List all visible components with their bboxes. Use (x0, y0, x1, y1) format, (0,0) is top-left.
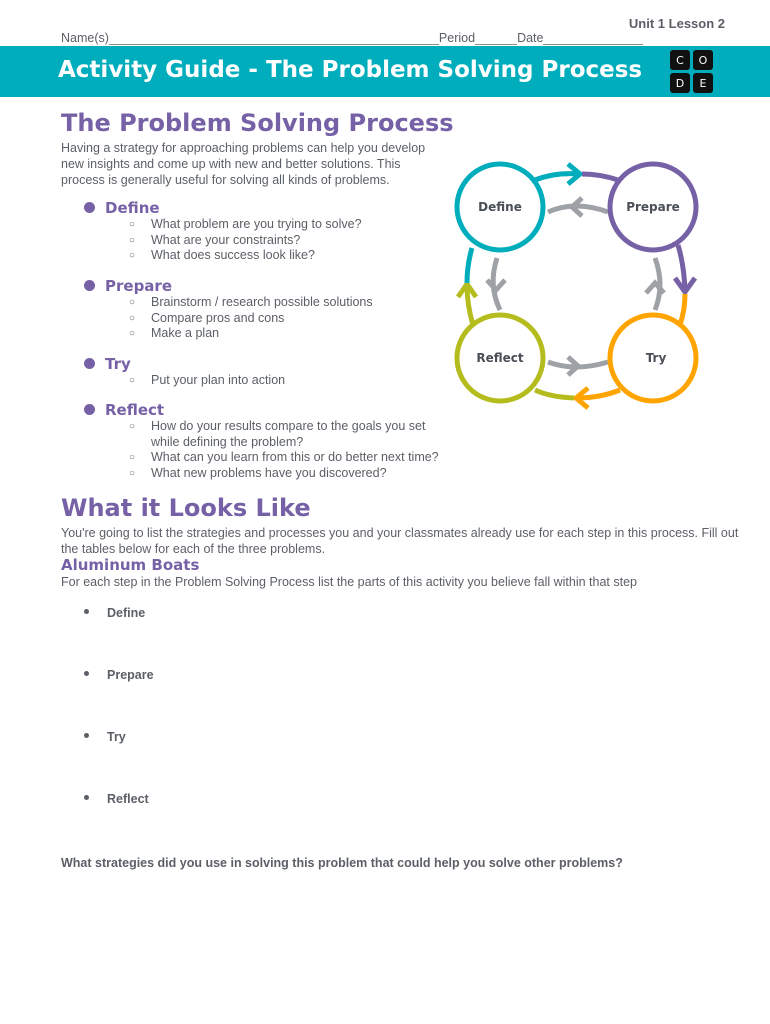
reflection-question: What strategies did you use in solving t… (61, 856, 623, 870)
arrowhead-icon (566, 162, 584, 186)
subsection-title: Aluminum Boats (61, 556, 200, 574)
bullet-icon (84, 609, 89, 614)
step-define: Define What problem are you trying to so… (84, 199, 454, 264)
period-field[interactable] (475, 31, 518, 45)
title-banner: Activity Guide - The Problem Solving Pro… (0, 46, 770, 97)
step-label: Try (107, 730, 126, 744)
list-item: Brainstorm / research possible solutions (129, 295, 454, 311)
list-item: What are your constraints? (129, 233, 454, 249)
node-label: Reflect (476, 351, 524, 365)
node-label: Prepare (626, 200, 680, 214)
node-reflect: Reflect (454, 312, 546, 404)
arrowhead-icon (566, 355, 582, 377)
list-item: What problem are you trying to solve? (129, 217, 454, 233)
what-it-looks-like-intro: You're going to list the strategies and … (61, 526, 739, 556)
arrowhead-icon (672, 276, 698, 297)
list-item: Compare pros and cons (129, 311, 454, 327)
step-prepare: Prepare Brainstorm / research possible s… (84, 277, 454, 342)
list-item: How do your results compare to the goals… (129, 419, 449, 450)
list-item: What can you learn from this or do bette… (129, 450, 449, 466)
unit-lesson-label: Unit 1 Lesson 2 (628, 16, 725, 31)
bullet-icon (84, 202, 95, 213)
step-try: Try Put your plan into action (84, 355, 454, 389)
step-label: Define (107, 606, 146, 620)
step-title: Reflect (105, 401, 165, 419)
list-item: What new problems have you discovered? (129, 466, 449, 482)
arrowhead-icon (485, 278, 507, 294)
arrow-segment (581, 171, 619, 183)
answer-step-prepare: Prepare (84, 668, 154, 682)
list-item: What does success look like? (129, 248, 454, 264)
bullet-icon (84, 733, 89, 738)
step-title: Try (105, 355, 131, 373)
logo-letter: O (693, 50, 713, 70)
bullet-icon (84, 358, 95, 369)
step-items: Put your plan into action (129, 373, 454, 389)
period-label: Period (438, 31, 476, 45)
section-title-process: The Problem Solving Process (61, 109, 454, 137)
arrowhead-icon (644, 279, 666, 295)
bullet-icon (84, 795, 89, 800)
arrow-segment (533, 387, 575, 401)
node-label: Define (478, 200, 522, 214)
arrow-segment (677, 293, 688, 326)
step-items: Brainstorm / research possible solutions… (129, 295, 454, 342)
arrow-prepare-to-try (675, 244, 688, 291)
arrow-segment (464, 247, 475, 284)
arrowhead-icon (455, 279, 479, 299)
step-label: Prepare (107, 668, 154, 682)
bullet-icon (84, 404, 95, 415)
arrowhead-icon (568, 196, 584, 218)
arrow-try-to-prepare (652, 257, 663, 311)
date-label: Date (517, 31, 544, 45)
problem-solving-cycle-diagram: Define Prepare Try Reflect (454, 161, 699, 410)
answer-step-try: Try (84, 730, 126, 744)
answer-step-reflect: Reflect (84, 792, 149, 806)
name-period-date-row: Name(s) Period Date (61, 31, 644, 45)
process-intro: Having a strategy for approaching proble… (61, 141, 426, 187)
logo-letter: E (693, 73, 713, 93)
step-title: Prepare (105, 277, 172, 295)
step-items: How do your results compare to the goals… (129, 419, 449, 481)
name-label: Name(s) (61, 31, 109, 45)
answer-step-define: Define (84, 606, 145, 620)
logo-letter: C (670, 50, 690, 70)
bullet-icon (84, 280, 95, 291)
logo-letter: D (670, 73, 690, 93)
code-logo: C O D E (670, 50, 714, 94)
name-field[interactable] (108, 31, 439, 45)
arrowhead-icon (572, 386, 590, 410)
date-field[interactable] (543, 31, 644, 45)
step-title: Define (105, 199, 160, 217)
node-label: Try (646, 351, 667, 365)
step-items: What problem are you trying to solve? Wh… (129, 217, 454, 264)
node-prepare: Prepare (607, 161, 699, 253)
node-try: Try (607, 312, 699, 404)
step-reflect: Reflect How do your results compare to t… (84, 401, 454, 481)
list-item: Make a plan (129, 326, 454, 342)
bullet-icon (84, 671, 89, 676)
activity-title: Activity Guide - The Problem Solving Pro… (58, 57, 643, 83)
step-label: Reflect (107, 792, 149, 806)
list-item: Put your plan into action (129, 373, 454, 389)
subsection-instruction: For each step in the Problem Solving Pro… (61, 575, 637, 589)
section-title-what-it-looks-like: What it Looks Like (61, 494, 311, 522)
node-define: Define (454, 161, 546, 253)
